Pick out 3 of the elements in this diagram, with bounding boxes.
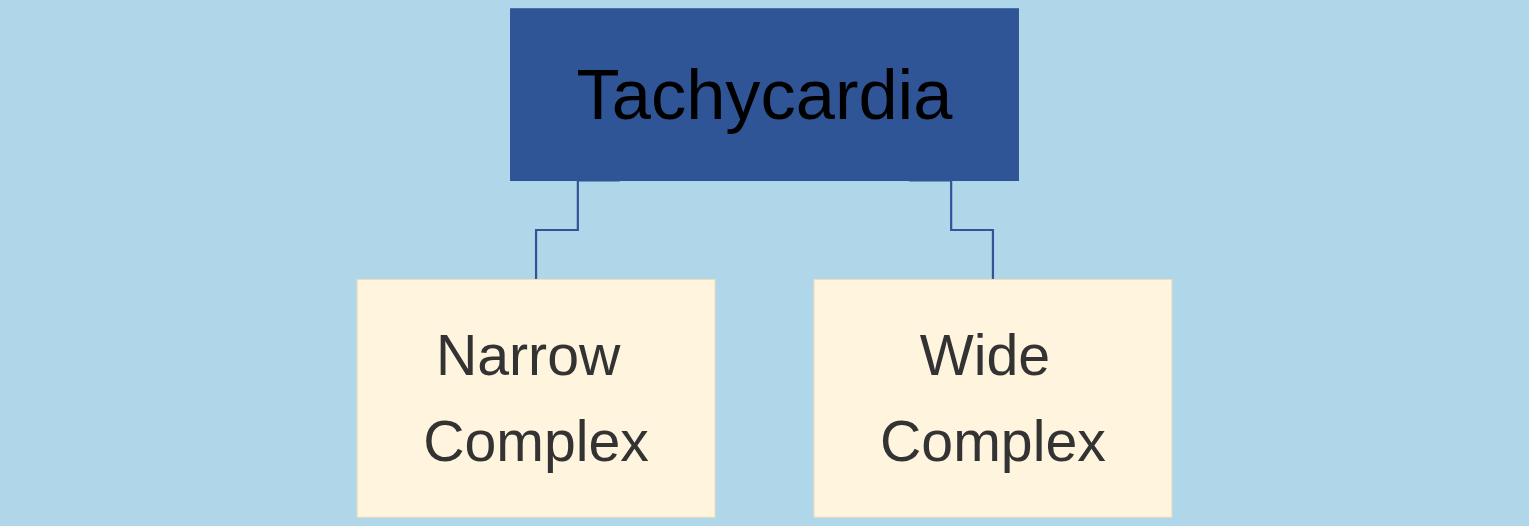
node-box: Narrow Complex	[356, 278, 716, 518]
node-box: Tachycardia	[510, 8, 1019, 181]
node-box: Wide Complex	[813, 278, 1173, 518]
